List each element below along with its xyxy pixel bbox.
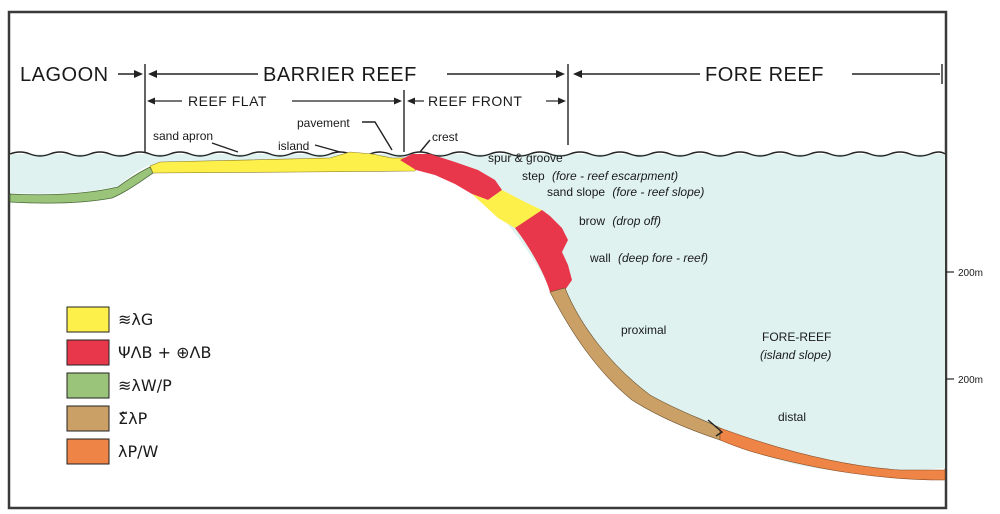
label-proximal: proximal: [621, 323, 666, 337]
zone-lagoon: LAGOON: [20, 64, 109, 86]
sea-surface-line: [9, 151, 946, 157]
reef-front-arrow-left-head: [407, 97, 415, 105]
label-sand-slope-note: (fore - reef slope): [612, 185, 704, 199]
fore-arrow-left-head: [573, 70, 582, 78]
legend-code-sand: ≋λG: [118, 310, 153, 329]
legend-code-proximal: Σ̃λP: [118, 409, 148, 428]
reef-flat-sand: [149, 151, 417, 174]
sand-slope: [472, 190, 542, 228]
zone-reef-front: REEF FRONT: [428, 93, 522, 109]
legend-swatch-lagoon: [66, 372, 110, 399]
label-pavement: pavement: [297, 116, 350, 130]
label-sand-apron: sand apron: [153, 129, 213, 143]
brow-wall: [515, 210, 572, 292]
label-brow-note: (drop off): [612, 214, 661, 228]
depth-label-1: 200m: [958, 268, 983, 279]
legend: ≋λG ΨⴷB + ⊕ⴷB ≋λW/P Σ̃λP λP/W: [66, 306, 211, 465]
distal-slope: [719, 427, 946, 481]
label-distal: distal: [778, 410, 806, 424]
label-sand-slope-name: sand slope: [547, 185, 605, 199]
leader-sand-apron: [211, 142, 239, 153]
water-body: [10, 154, 945, 472]
label-island: island: [278, 139, 309, 153]
barrier-arrow-left-head: [148, 70, 157, 78]
label-crest: crest: [432, 130, 459, 144]
label-fore-reef-note: (island slope): [760, 348, 831, 362]
lagoon-arrow-head: [134, 70, 143, 78]
label-spur-groove: spur & groove: [488, 151, 563, 165]
leader-island: [314, 144, 341, 153]
depth-label-2: 200m: [958, 375, 983, 386]
legend-swatch-distal: [66, 438, 110, 465]
label-wall-name: wall: [589, 251, 611, 265]
zone-barrier-reef: BARRIER REEF: [263, 64, 417, 86]
reef-flat-arrow-right-head: [394, 97, 402, 105]
label-sand-slope: sand slope (fore - reef slope): [547, 185, 704, 199]
leader-crest: [419, 139, 431, 153]
reef-flat-arrow-left-head: [147, 97, 155, 105]
legend-code-reef: ΨⴷB + ⊕ⴷB: [118, 343, 211, 362]
label-brow: brow (drop off): [579, 214, 661, 228]
label-step-note: (fore - reef escarpment): [552, 169, 678, 183]
legend-swatch-reef: [66, 339, 110, 366]
leader-pavement: [362, 121, 393, 151]
legend-code-distal: λP/W: [118, 442, 159, 461]
zone-fore-reef: FORE REEF: [705, 64, 824, 86]
label-brow-name: brow: [579, 214, 605, 228]
legend-swatch-sand: [66, 306, 110, 333]
reef-front-arrow-right-head: [558, 97, 566, 105]
label-fore-reef-title: FORE-REEF: [762, 330, 831, 344]
label-wall-note: (deep fore - reef): [618, 251, 708, 265]
label-step: step (fore - reef escarpment): [522, 169, 678, 183]
label-step-name: step: [522, 169, 545, 183]
proximal-distal-boundary: [707, 419, 724, 437]
zone-reef-flat: REEF FLAT: [188, 93, 267, 109]
barrier-arrow-right-head: [556, 70, 565, 78]
label-wall: wall (deep fore - reef): [589, 251, 708, 265]
reef-crest-step: [400, 154, 502, 200]
legend-code-lagoon: ≋λW/P: [118, 376, 172, 395]
legend-swatch-proximal: [66, 405, 110, 432]
